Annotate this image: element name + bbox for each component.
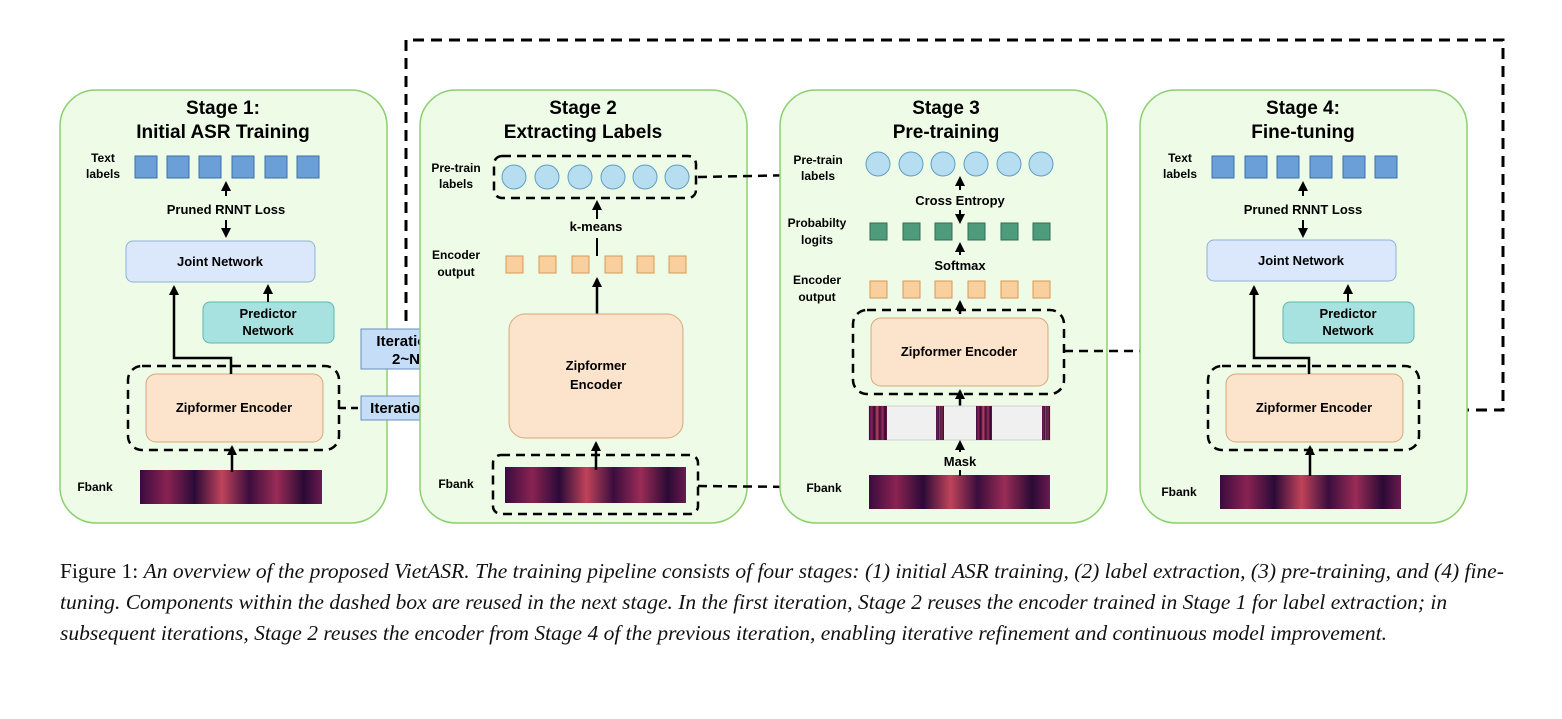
stage-2-fbank-spectrogram: [505, 467, 686, 503]
stage-4-title-line1: Stage 4:: [1266, 98, 1340, 119]
stage-2-kmeans-label: k-means: [570, 219, 623, 234]
stage-1-joint-network: [125, 240, 316, 283]
stage-3-encoder-label: Zipformer Encoder: [901, 344, 1017, 359]
caption-text: An overview of the proposed VietASR. The…: [60, 559, 1504, 645]
stage-3-prob-line1: Probabilty: [788, 216, 847, 230]
stage-1-title-line1: Stage 1:: [186, 98, 260, 119]
stage-4-panel: Stage 4: Fine-tuning Text labels Pruned …: [1139, 89, 1468, 524]
stage-3-fbank-label: Fbank: [806, 481, 842, 495]
stage-3-enc-out-line2: output: [798, 290, 835, 304]
stage-3-masked-spectrogram: [868, 405, 1051, 441]
stage-3-prob-line2: logits: [801, 233, 833, 247]
stage-3-logit-tokens: [869, 222, 1051, 241]
stage-1-fbank-spectrogram: [140, 470, 322, 504]
stage-3-fbank-spectrogram: [869, 475, 1050, 509]
stage-4-reuse-dashed-box: [1206, 364, 1421, 452]
stage-4-text-tokens: [1211, 155, 1398, 179]
stage-1-zipformer-encoder: [145, 373, 324, 443]
stage-3-softmax-label: Softmax: [934, 258, 986, 273]
stage-3-enc-out-line1: Encoder: [793, 273, 841, 287]
stage-4-joint-label: Joint Network: [1258, 253, 1345, 268]
pipeline-diagram: Stage 1: Initial ASR Training Text label…: [59, 38, 1505, 524]
stage-3-pretrain-labels-line1: Pre-train: [793, 153, 842, 167]
stage-3-encoder-output-tokens: [869, 280, 1051, 299]
stage-3-title-line2: Pre-training: [893, 122, 1000, 143]
stage-3-title-line1: Stage 3: [912, 98, 980, 119]
stage-1-fbank-label: Fbank: [77, 480, 113, 494]
stage-1-text-labels-line1: Text: [91, 151, 115, 165]
stage-3-pretrain-tokens: [865, 151, 1054, 177]
stage-1-encoder-label: Zipformer Encoder: [176, 400, 292, 415]
iteration-2-n-line2: 2~N: [392, 351, 420, 368]
stage-1-predictor-line2: Network: [242, 323, 294, 338]
stage-4-predictor-line1: Predictor: [1319, 306, 1376, 321]
stage-1-loss-label: Pruned RNNT Loss: [167, 202, 285, 217]
stage-1-title-line2: Initial ASR Training: [136, 122, 309, 143]
stage-3-pretrain-labels-line2: labels: [801, 169, 835, 183]
stage-4-joint-network: [1206, 239, 1397, 282]
stage-4-text-labels-line1: Text: [1168, 151, 1192, 165]
stage-2-title-line2: Extracting Labels: [504, 122, 662, 143]
stage-4-zipformer-encoder: [1225, 373, 1404, 443]
stage-2-pretrain-labels-line1: Pre-train: [431, 161, 480, 175]
stage-2-enc-out-line1: Encoder: [432, 248, 480, 262]
feedback-loop-arrow: [404, 38, 1505, 412]
stage-2-pretrain-labels-line2: labels: [439, 177, 473, 191]
caption-label: Figure 1:: [60, 559, 139, 583]
stage-1-text-labels-line2: labels: [86, 167, 120, 181]
stage-4-title-line2: Fine-tuning: [1251, 122, 1354, 143]
stage-2-encoder-line1: Zipformer: [566, 358, 627, 373]
stage-2-zipformer-encoder: [508, 313, 684, 439]
stage-2-encoder-output-tokens: [505, 255, 687, 274]
stage-3-panel: Stage 3 Pre-training Pre-train labels Cr…: [779, 89, 1108, 524]
stage-4-fbank-label: Fbank: [1161, 485, 1197, 499]
stage-2-pretrain-tokens: [501, 164, 690, 190]
fbank-transfer-arrow: [697, 481, 802, 492]
stage-4-encoder-label: Zipformer Encoder: [1256, 400, 1372, 415]
stage-2-fbank-label: Fbank: [438, 477, 474, 491]
stage-3-mask-label: Mask: [944, 454, 977, 469]
stage-2-encoder-line2: Encoder: [570, 377, 622, 392]
stage-1-joint-label: Joint Network: [177, 254, 264, 269]
stage-1-predictor-line1: Predictor: [239, 306, 296, 321]
stage-4-fbank-spectrogram: [1220, 475, 1401, 509]
stage-2-title-line1: Stage 2: [549, 98, 617, 119]
stage-3-ce-label: Cross Entropy: [915, 193, 1005, 208]
figure-caption: Figure 1: An overview of the proposed Vi…: [60, 556, 1510, 649]
stage-1-text-tokens: [134, 155, 320, 179]
stage-4-predictor-line2: Network: [1322, 323, 1374, 338]
stage-3-zipformer-encoder: [870, 317, 1049, 387]
stage-4-text-labels-line2: labels: [1163, 167, 1197, 181]
labels-transfer-arrow: [697, 170, 802, 181]
stage-2-panel: Stage 2 Extracting Labels Pre-train labe…: [419, 89, 748, 524]
stage-2-labels-dashed-box: [492, 154, 698, 200]
stage-1-panel: Stage 1: Initial ASR Training Text label…: [59, 89, 388, 524]
stage-2-enc-out-line2: output: [437, 265, 474, 279]
stage-4-loss-label: Pruned RNNT Loss: [1244, 202, 1362, 217]
